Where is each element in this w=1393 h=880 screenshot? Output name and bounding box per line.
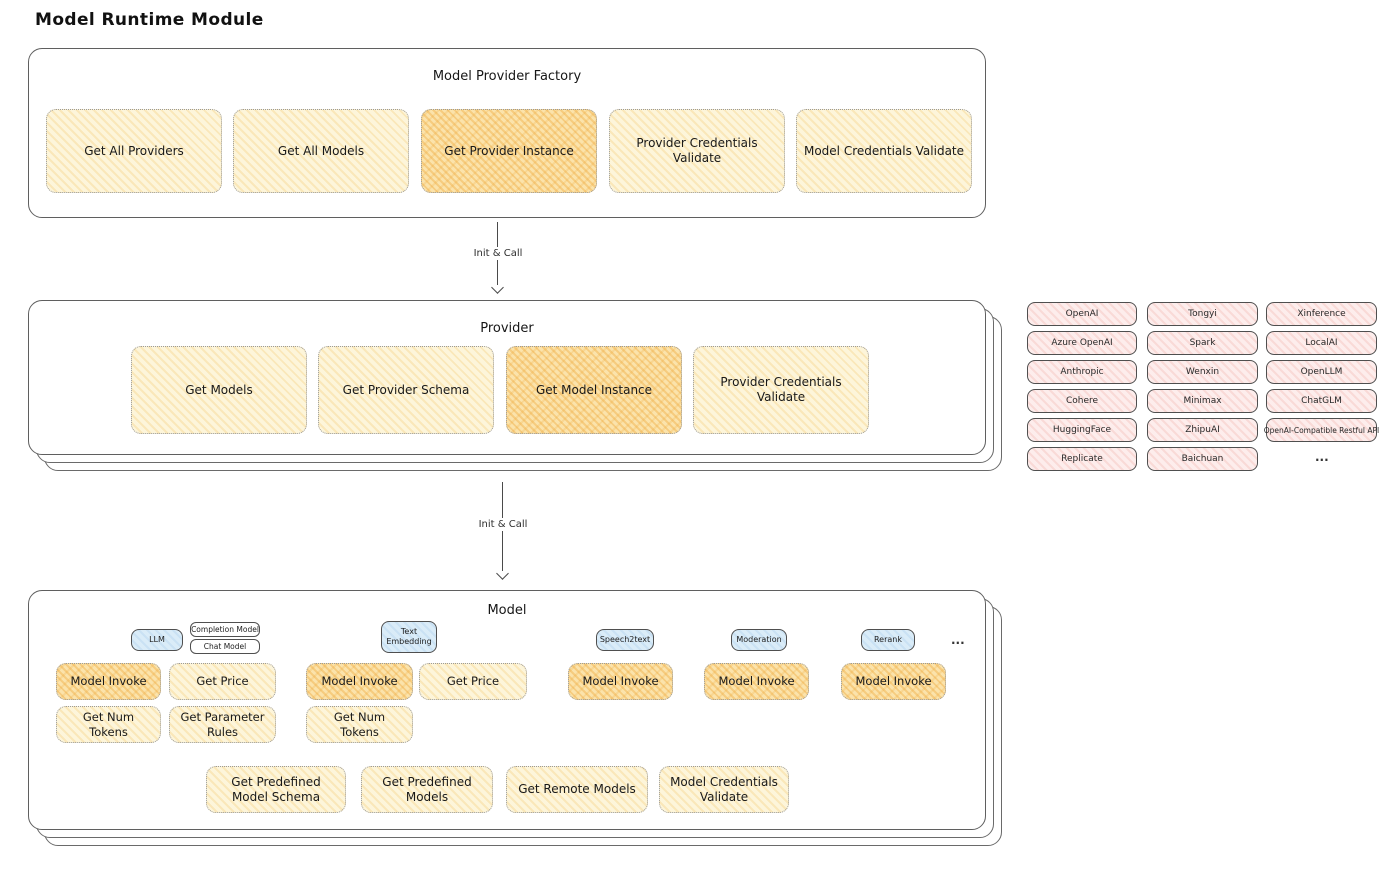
tag-moderation: Moderation (731, 629, 787, 651)
arrow-label-init-call-1: Init & Call (466, 247, 530, 260)
provider-chip-openai: OpenAI (1027, 302, 1137, 326)
provider-chip-baichuan: Baichuan (1147, 447, 1258, 471)
provider-chip-cohere: Cohere (1027, 389, 1137, 413)
node-get-provider-schema: Get Provider Schema (318, 346, 494, 434)
factory-box: Model Provider Factory Get All Providers… (28, 48, 986, 218)
provider-chip-minimax: Minimax (1147, 389, 1258, 413)
arrow-head-icon (491, 281, 504, 294)
node-model-credentials-validate: Model Credentials Validate (796, 109, 972, 193)
model-title: Model (487, 603, 527, 618)
node-rerank-model-invoke: Model Invoke (841, 663, 946, 700)
node-model-credentials-validate-2: Model Credentials Validate (659, 766, 789, 813)
node-llm-get-parameter-rules: Get Parameter Rules (169, 706, 276, 743)
factory-title: Model Provider Factory (432, 69, 582, 84)
provider-chip-openllm: OpenLLM (1266, 360, 1377, 384)
providers-grid: OpenAI Azure OpenAI Anthropic Cohere Hug… (1027, 302, 1379, 472)
provider-chip-zhipuai: ZhipuAI (1147, 418, 1258, 442)
tag-text-embedding: Text Embedding (381, 621, 437, 653)
node-get-models: Get Models (131, 346, 307, 434)
node-embedding-model-invoke: Model Invoke (306, 663, 413, 700)
node-embedding-get-num-tokens: Get Num Tokens (306, 706, 413, 743)
node-provider-credentials-validate: Provider Credentials Validate (609, 109, 785, 193)
node-moderation-model-invoke: Model Invoke (704, 663, 809, 700)
provider-chip-replicate: Replicate (1027, 447, 1137, 471)
provider-chip-chatglm: ChatGLM (1266, 389, 1377, 413)
arrow-head-icon (496, 567, 509, 580)
node-llm-get-num-tokens: Get Num Tokens (56, 706, 161, 743)
node-llm-model-invoke: Model Invoke (56, 663, 161, 700)
provider-chip-azure-openai: Azure OpenAI (1027, 331, 1137, 355)
provider-chip-xinference: Xinference (1266, 302, 1377, 326)
node-get-predefined-model-schema: Get Predefined Model Schema (206, 766, 346, 813)
tags-ellipsis: ... (951, 633, 965, 647)
tag-llm: LLM (131, 629, 183, 651)
provider-box: Provider Get Models Get Provider Schema … (28, 300, 986, 455)
node-get-all-models: Get All Models (233, 109, 409, 193)
node-get-all-providers: Get All Providers (46, 109, 222, 193)
node-get-model-instance: Get Model Instance (506, 346, 682, 434)
node-get-remote-models: Get Remote Models (506, 766, 648, 813)
provider-chip-localai: LocalAI (1266, 331, 1377, 355)
providers-ellipsis: ... (1315, 450, 1329, 464)
node-provider-credentials-validate-2: Provider Credentials Validate (693, 346, 869, 434)
provider-chip-huggingface: HuggingFace (1027, 418, 1137, 442)
node-get-predefined-models: Get Predefined Models (361, 766, 493, 813)
node-llm-get-price: Get Price (169, 663, 276, 700)
provider-chip-openai-compatible: OpenAI-Compatible Restful API (1264, 418, 1379, 442)
provider-chip-anthropic: Anthropic (1027, 360, 1137, 384)
tag-rerank: Rerank (861, 629, 915, 651)
tag-speech2text: Speech2text (596, 629, 654, 651)
node-speech2text-model-invoke: Model Invoke (568, 663, 673, 700)
arrow-label-init-call-2: Init & Call (471, 518, 535, 531)
node-embedding-get-price: Get Price (419, 663, 527, 700)
provider-chip-wenxin: Wenxin (1147, 360, 1258, 384)
tag-completion-model: Completion Model (190, 622, 260, 637)
node-get-provider-instance: Get Provider Instance (421, 109, 597, 193)
provider-chip-spark: Spark (1147, 331, 1258, 355)
provider-title: Provider (480, 321, 534, 336)
provider-chip-tongyi: Tongyi (1147, 302, 1258, 326)
tag-chat-model: Chat Model (190, 639, 260, 654)
model-box: Model LLM Completion Model Chat Model Te… (28, 590, 986, 830)
diagram-title: Model Runtime Module (35, 10, 264, 30)
